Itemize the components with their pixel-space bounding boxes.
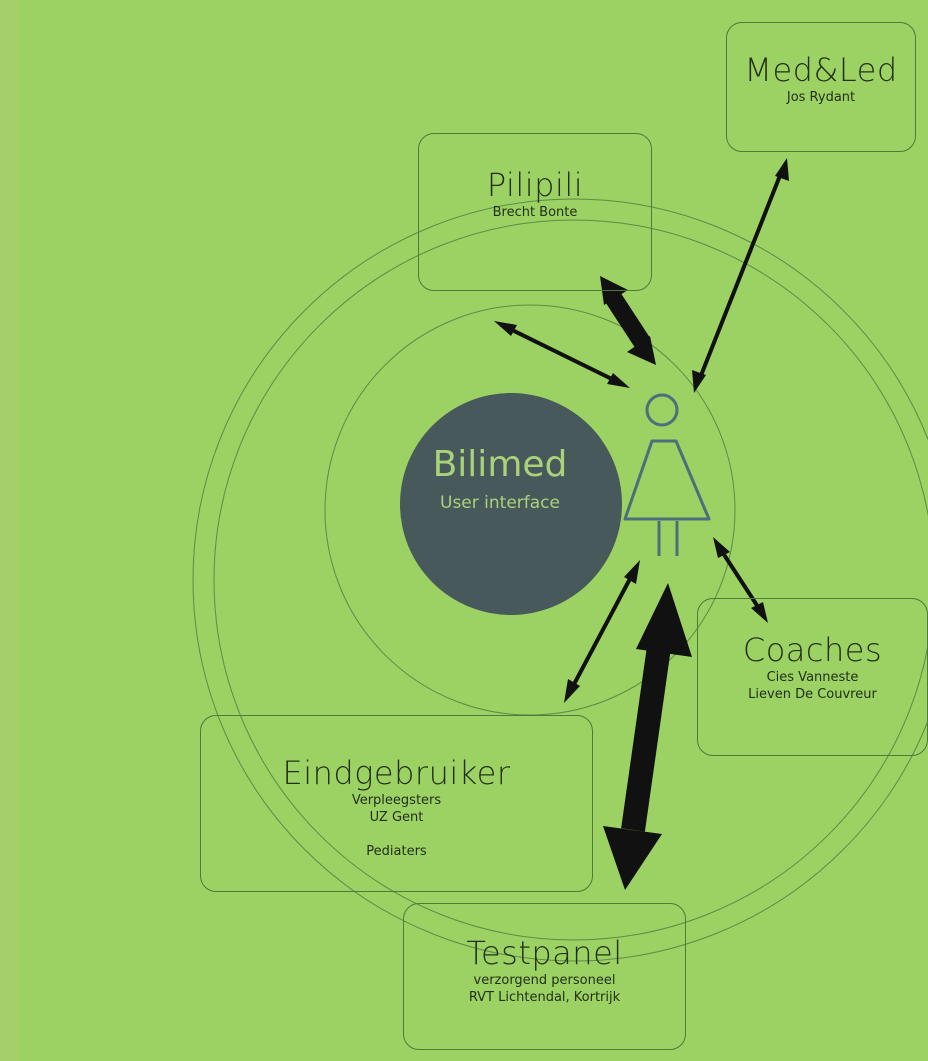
box-medled-line: Jos Rydant: [786, 90, 856, 105]
box-eindgebruiker-line-1: Verpleegsters: [351, 793, 442, 808]
box-eindgebruiker-title: Eindgebruiker: [282, 754, 511, 792]
box-pilipili-title: Pilipili: [486, 166, 584, 204]
box-coaches: Coaches Cies Vanneste Lieven De Couvreur: [697, 598, 928, 756]
ring-outer: [192, 198, 928, 962]
arrow-coaches: [719, 548, 762, 612]
user-figure-icon: [623, 393, 711, 556]
arrow-pilipili: [604, 291, 650, 347]
ring-middle: [213, 219, 928, 941]
box-coaches-title: Coaches: [742, 631, 883, 669]
box-medled: Med&Led Jos Rydant: [726, 22, 916, 152]
box-medled-title: Med&Led: [744, 51, 898, 89]
box-eindgebruiker: Eindgebruiker Verpleegsters UZ Gent Pedi…: [200, 715, 593, 892]
arrow-eindgebruiker: [570, 574, 634, 689]
center-subtitle: User interface: [440, 493, 560, 513]
box-eindgebruiker-line-3: Pediaters: [366, 844, 427, 859]
box-testpanel-line-2: RVT Lichtendal, Kortrijk: [468, 990, 621, 1005]
arrow-testpanel: [621, 638, 672, 832]
arrow-upper-left: [503, 324, 621, 385]
box-coaches-line-1: Cies Vanneste: [766, 670, 859, 685]
box-testpanel: Testpanel verzorgend personeel RVT Licht…: [403, 903, 686, 1050]
box-eindgebruiker-spacer: [201, 826, 592, 843]
box-eindgebruiker-line-2: UZ Gent: [369, 810, 424, 825]
arrow-medled: [698, 172, 783, 379]
box-coaches-line-2: Lieven De Couvreur: [748, 687, 877, 702]
box-pilipili-line: Brecht Bonte: [492, 205, 578, 220]
arrows: [494, 158, 789, 890]
center-title: Bilimed: [432, 444, 568, 485]
box-testpanel-title: Testpanel: [466, 934, 623, 972]
box-pilipili: Pilipili Brecht Bonte: [418, 133, 652, 291]
box-testpanel-line-1: verzorgend personeel: [473, 973, 616, 988]
center-circle: [400, 393, 622, 615]
